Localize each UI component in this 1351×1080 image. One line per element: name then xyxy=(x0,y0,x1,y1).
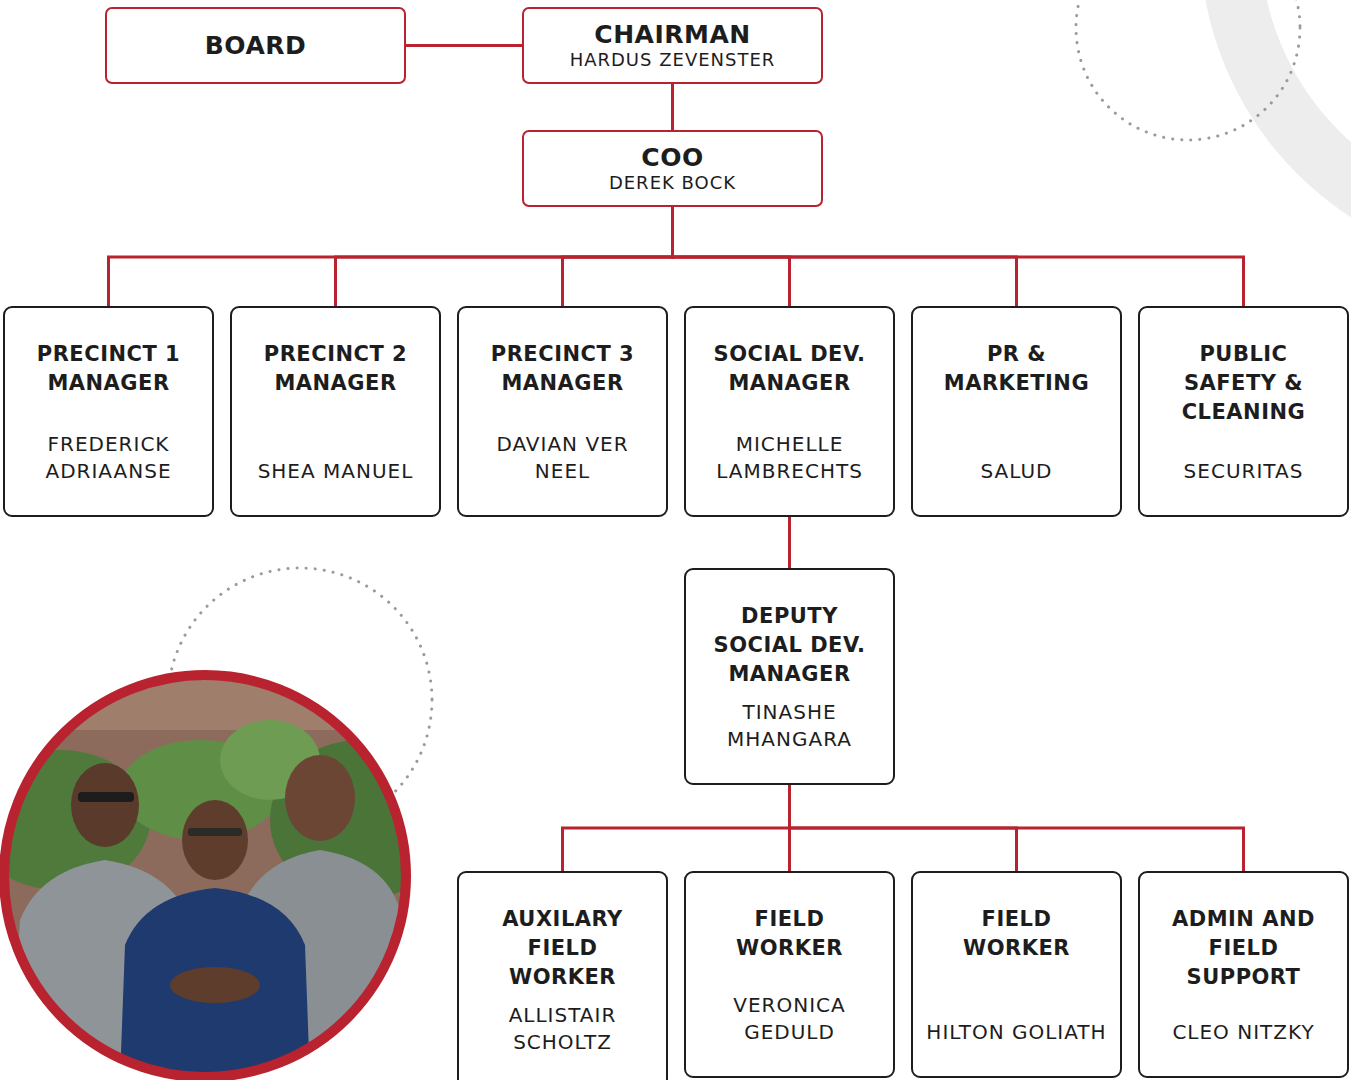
org-connector xyxy=(563,785,790,871)
person-name: SALUD xyxy=(981,458,1053,485)
role-box: PRECINCT 2 MANAGER SHEA MANUEL xyxy=(230,306,441,517)
org-connector xyxy=(406,44,522,47)
team-photo xyxy=(0,670,450,1080)
title-box: BOARD xyxy=(105,7,406,84)
dotted-ring xyxy=(1076,0,1300,140)
role-title: SOCIAL DEV. MANAGER xyxy=(698,340,881,398)
role-title: PRECINCT 2 MANAGER xyxy=(244,340,427,398)
role-title: PRECINCT 1 MANAGER xyxy=(17,340,200,398)
person-name: VERONICA GEDULD xyxy=(698,992,881,1046)
person-name: HARDUS ZEVENSTER xyxy=(570,49,776,71)
role-title: DEPUTY SOCIAL DEV. MANAGER xyxy=(698,602,881,689)
org-connector xyxy=(790,785,1244,871)
person-name: DAVIAN VER NEEL xyxy=(471,431,654,485)
role-title: CHAIRMAN xyxy=(594,21,750,49)
person-name: ALLISTAIR SCHOLTZ xyxy=(471,1002,654,1056)
role-title: ADMIN AND FIELD SUPPORT xyxy=(1152,905,1335,992)
person-name: SECURITAS xyxy=(1184,458,1304,485)
corner-disc-inner xyxy=(1260,0,1351,210)
person-name: DEREK BOCK xyxy=(609,172,736,194)
role-title: FIELD WORKER xyxy=(925,905,1108,963)
role-title: FIELD WORKER xyxy=(698,905,881,963)
org-connector xyxy=(109,207,673,306)
role-box: FIELD WORKER VERONICA GEDULD xyxy=(684,871,895,1078)
org-connector xyxy=(673,207,1244,306)
role-title: PRECINCT 3 MANAGER xyxy=(471,340,654,398)
corner-disc xyxy=(1200,0,1351,270)
person-name: TINASHE MHANGARA xyxy=(698,699,881,753)
org-connector xyxy=(336,207,673,306)
person-name: HILTON GOLIATH xyxy=(926,1019,1106,1046)
role-title: AUXILARY FIELD WORKER xyxy=(471,905,654,992)
role-box: FIELD WORKER HILTON GOLIATH xyxy=(911,871,1122,1078)
role-title: COO xyxy=(641,144,703,172)
person-name: MICHELLE LAMBRECHTS xyxy=(698,431,881,485)
role-box: SOCIAL DEV. MANAGER MICHELLE LAMBRECHTS xyxy=(684,306,895,517)
org-connector xyxy=(671,84,674,130)
role-title: BOARD xyxy=(205,32,307,60)
person-name: FREDERICK ADRIAANSE xyxy=(17,431,200,485)
title-box: COODEREK BOCK xyxy=(522,130,823,207)
role-title: PUBLIC SAFETY & CLEANING xyxy=(1152,340,1335,427)
person-name: CLEO NITZKY xyxy=(1172,1019,1314,1046)
role-box: AUXILARY FIELD WORKER ALLISTAIR SCHOLTZ xyxy=(457,871,668,1080)
title-box: CHAIRMANHARDUS ZEVENSTER xyxy=(522,7,823,84)
role-box: PRECINCT 1 MANAGER FREDERICK ADRIAANSE xyxy=(3,306,214,517)
role-box: PUBLIC SAFETY & CLEANING SECURITAS xyxy=(1138,306,1349,517)
org-connector xyxy=(788,517,791,568)
role-box: PRECINCT 3 MANAGER DAVIAN VER NEEL xyxy=(457,306,668,517)
role-box: PR & MARKETING SALUD xyxy=(911,306,1122,517)
org-connector xyxy=(563,207,673,306)
role-title: PR & MARKETING xyxy=(925,340,1108,398)
person-name: SHEA MANUEL xyxy=(258,458,414,485)
photo-ring xyxy=(4,675,406,1077)
role-box: ADMIN AND FIELD SUPPORT CLEO NITZKY xyxy=(1138,871,1349,1078)
role-box: DEPUTY SOCIAL DEV. MANAGER TINASHE MHANGA… xyxy=(684,568,895,785)
